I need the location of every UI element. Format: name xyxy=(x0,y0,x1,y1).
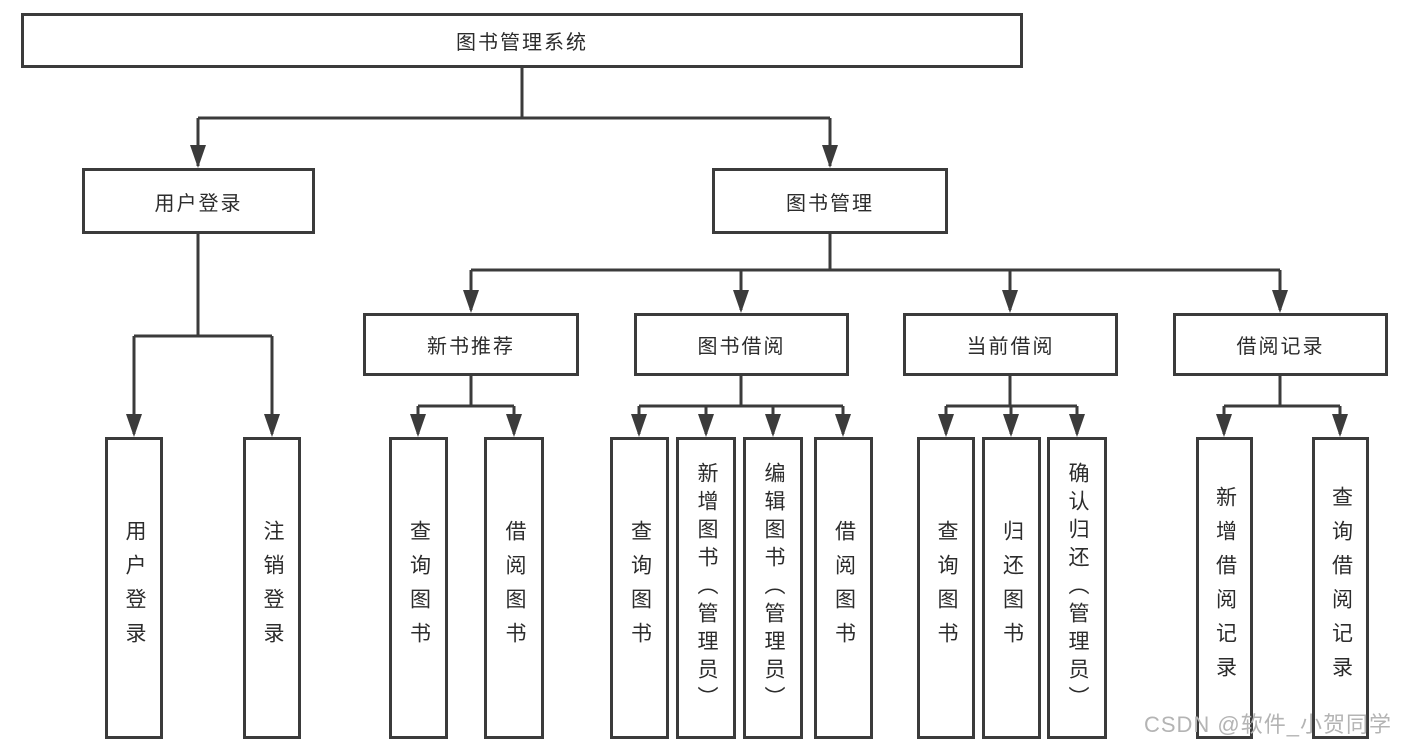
node-label: 借阅记录 xyxy=(1236,336,1325,358)
node-label: 当前借阅 xyxy=(966,336,1055,358)
leaf-label: 查询图书 xyxy=(935,520,958,656)
leaf-borrow-books-borrowing: 借阅图书 xyxy=(814,437,873,739)
node-label: 图书借阅 xyxy=(697,336,786,358)
csdn-watermark: CSDN @软件_小贺同学 xyxy=(1143,712,1392,737)
leaf-edit-book-admin: 编辑图书（管理员） xyxy=(743,437,803,739)
node-label: 图书管理系统 xyxy=(456,32,588,54)
leaf-label: 借阅图书 xyxy=(503,520,526,656)
leaf-label: 编辑图书（管理员） xyxy=(762,462,785,714)
leaf-borrow-books-recommend: 借阅图书 xyxy=(484,437,544,739)
node-label: 新书推荐 xyxy=(427,336,515,358)
leaf-label: 确认归还（管理员） xyxy=(1066,462,1089,714)
node-borrowing-records: 借阅记录 xyxy=(1173,313,1388,376)
leaf-query-books-borrowing: 查询图书 xyxy=(610,437,669,739)
node-user-login: 用户登录 xyxy=(82,168,315,234)
connector-book-borrowing-children xyxy=(631,376,851,437)
connector-current-borrowing-children xyxy=(938,376,1085,437)
leaf-add-borrow-record: 新增借阅记录 xyxy=(1196,437,1253,739)
node-book-borrowing: 图书借阅 xyxy=(634,313,849,376)
node-book-management: 图书管理 xyxy=(712,168,948,234)
leaf-label: 查询图书 xyxy=(628,520,652,656)
leaf-label: 用户登录 xyxy=(123,520,146,656)
leaf-label: 新增图书（管理员） xyxy=(695,462,718,714)
leaf-confirm-return-admin: 确认归还（管理员） xyxy=(1047,437,1107,739)
leaf-label: 借阅图书 xyxy=(832,520,856,656)
leaf-user-login: 用户登录 xyxy=(105,437,163,739)
connector-user-login-children xyxy=(126,234,280,437)
leaf-query-borrow-record: 查询借阅记录 xyxy=(1312,437,1369,739)
connector-book-management-children xyxy=(463,234,1288,313)
leaf-query-books-current: 查询图书 xyxy=(917,437,975,739)
node-new-book-recommend: 新书推荐 xyxy=(363,313,579,376)
node-label: 用户登录 xyxy=(154,192,243,215)
node-label: 图书管理 xyxy=(786,192,874,215)
leaf-label: 注销登录 xyxy=(261,520,284,656)
node-root-system: 图书管理系统 xyxy=(21,13,1023,68)
leaf-logout: 注销登录 xyxy=(243,437,301,739)
leaf-label: 查询图书 xyxy=(407,520,431,656)
leaf-query-books-recommend: 查询图书 xyxy=(389,437,448,739)
leaf-add-book-admin: 新增图书（管理员） xyxy=(676,437,736,739)
node-current-borrowing: 当前借阅 xyxy=(903,313,1118,376)
leaf-label: 查询借阅记录 xyxy=(1329,486,1353,690)
leaf-label: 新增借阅记录 xyxy=(1213,486,1237,690)
connector-root-to-level2 xyxy=(190,68,838,168)
connector-borrowing-records-children xyxy=(1216,376,1348,437)
leaf-label: 归还图书 xyxy=(1000,520,1024,656)
leaf-return-book: 归还图书 xyxy=(982,437,1041,739)
connector-new-book-recommend-children xyxy=(410,376,522,437)
